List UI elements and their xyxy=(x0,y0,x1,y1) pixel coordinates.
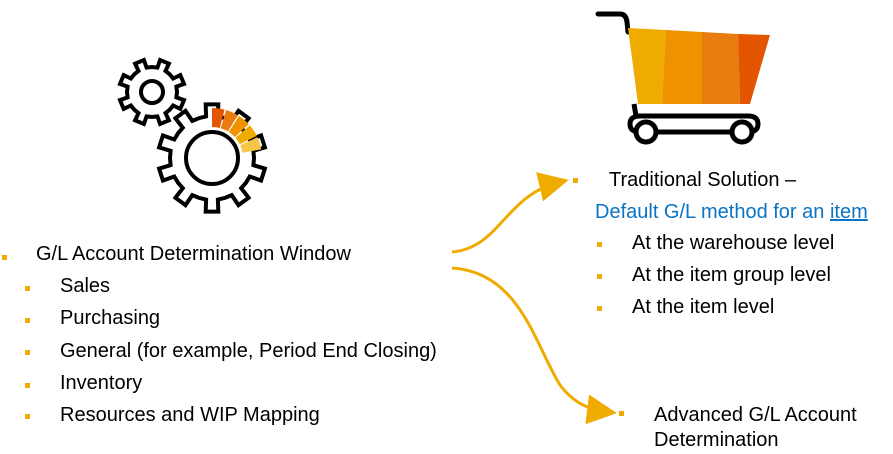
bullet-icon xyxy=(25,318,30,323)
left-item-inventory: Inventory xyxy=(60,372,143,394)
gear-accent-wedge xyxy=(212,107,225,128)
gear-accent-wedge xyxy=(235,125,257,145)
gear-accent-segments xyxy=(212,107,262,153)
cart-basket-seg3 xyxy=(702,32,740,104)
bullet-icon xyxy=(619,411,624,416)
bullet-icon xyxy=(597,242,602,247)
left-item-resources: Resources and WIP Mapping xyxy=(60,404,320,426)
left-item-purchasing: Purchasing xyxy=(60,307,161,329)
traditional-item-group: At the item group level xyxy=(632,264,831,286)
small-gear-hole xyxy=(139,79,165,105)
bullet-icon xyxy=(2,255,7,260)
advanced-title-line1: Advanced G/L Account xyxy=(654,404,857,426)
traditional-subtitle: Default G/L method for an item xyxy=(595,200,868,224)
cart-basket-seg2 xyxy=(662,30,702,104)
bullet-icon xyxy=(597,306,602,311)
arrow-to-traditional xyxy=(451,172,569,254)
bullet-icon xyxy=(25,350,30,355)
cart-handle xyxy=(595,11,631,35)
gear-accent-wedge xyxy=(220,110,238,132)
bullet-icon xyxy=(25,414,30,419)
advanced-title-line2: Determination xyxy=(654,429,779,451)
traditional-item-warehouse: At the warehouse level xyxy=(632,232,835,254)
shopping-cart-icon xyxy=(595,11,770,145)
small-gear-outline xyxy=(117,57,187,127)
arrow-to-advanced xyxy=(451,266,617,425)
small-gear-shape xyxy=(117,57,187,127)
gear-accent-wedge xyxy=(228,115,249,137)
item-link[interactable]: item xyxy=(829,201,868,223)
cart-basket-seg4 xyxy=(738,34,770,104)
traditional-title: Traditional Solution – xyxy=(609,169,797,191)
traditional-item-item: At the item level xyxy=(632,296,775,318)
left-item-sales: Sales xyxy=(60,275,111,297)
gears-icon xyxy=(117,57,268,214)
bullet-icon xyxy=(597,274,602,279)
large-gear-hole xyxy=(184,130,240,186)
bullet-icon xyxy=(25,383,30,388)
subtitle-prefix: Default G/L method for an xyxy=(595,201,830,223)
cart-wheel-left xyxy=(633,119,659,145)
gear-accent-wedge xyxy=(240,137,262,153)
cart-basket-seg1 xyxy=(628,28,666,104)
cart-wheel-right xyxy=(729,119,755,145)
bullet-icon xyxy=(25,286,30,291)
bullet-icon xyxy=(573,178,578,183)
left-title: G/L Account Determination Window xyxy=(36,243,351,265)
left-item-general: General (for example, Period End Closing… xyxy=(60,340,437,362)
